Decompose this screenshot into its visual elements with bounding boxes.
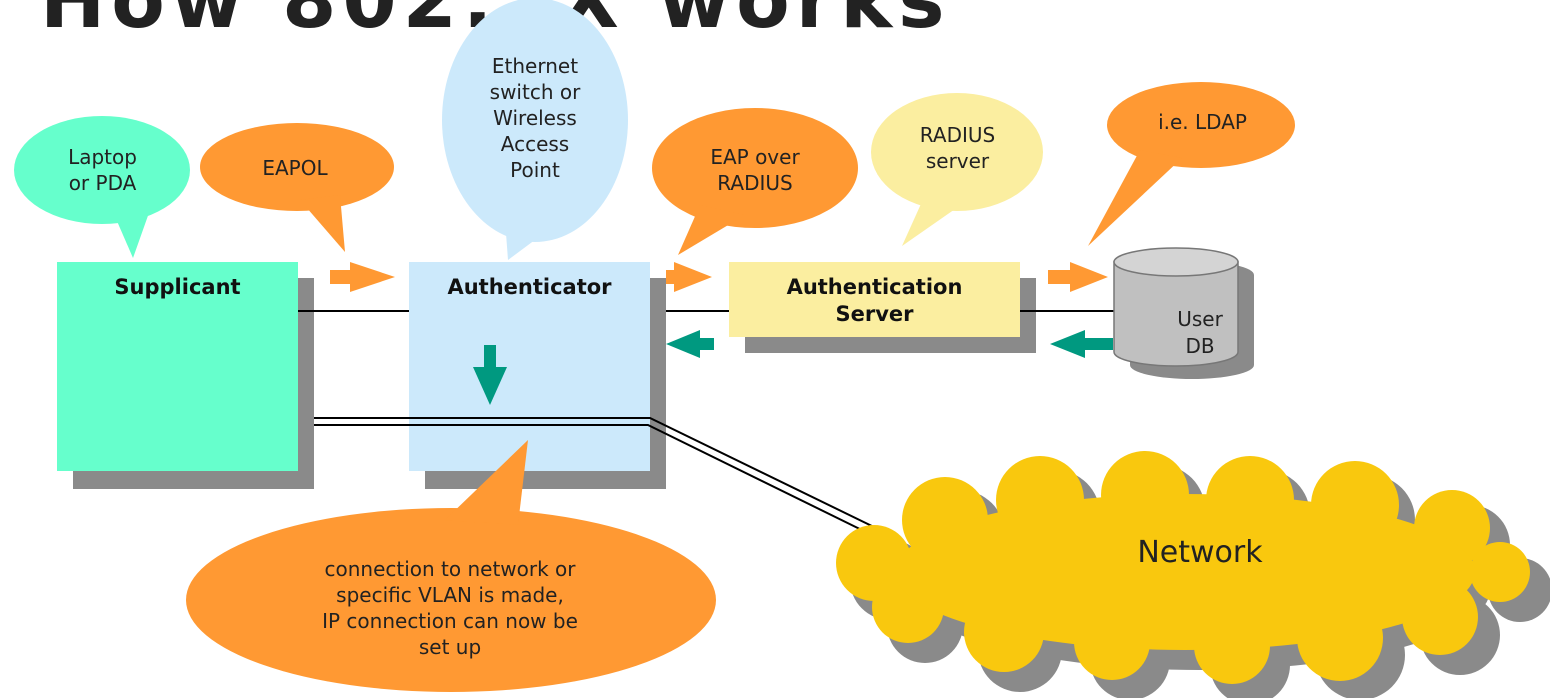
user-db-cylinder: [1113, 247, 1254, 379]
supplicant-label: Supplicant: [114, 275, 241, 299]
server-box: [729, 262, 1020, 337]
supplicant-box: [57, 262, 298, 471]
authenticator-label: Authenticator: [447, 275, 612, 299]
switch-callout: [442, 0, 628, 260]
eapol-callout-text: EAPOL: [262, 156, 328, 180]
connection-callout-text: connection to network or specific VLAN i…: [322, 557, 578, 659]
eap-radius-callout: [652, 108, 858, 255]
authentication-server-label: Authentication Server: [786, 275, 963, 326]
radius-server-callout: [871, 93, 1043, 246]
eapol-callout: [200, 123, 394, 252]
teal-arrow-1: [666, 330, 714, 358]
network-label: Network: [1137, 535, 1263, 570]
ldap-callout: [1088, 82, 1295, 246]
authenticator-box: [409, 262, 650, 471]
teal-arrow-2: [1050, 330, 1113, 358]
network-double-line: [314, 417, 877, 536]
connection-callout: [186, 440, 716, 692]
network-cloud: [836, 451, 1530, 684]
ldap-callout-text: i.e. LDAP: [1158, 110, 1247, 134]
orange-arrow-3: [1048, 262, 1108, 292]
orange-arrow-2: [666, 262, 712, 292]
user-db-label: User DB: [1177, 307, 1223, 358]
laptop-callout-text: Laptop or PDA: [68, 145, 137, 195]
teal-arrow-down: [473, 345, 507, 405]
orange-arrow-1: [330, 262, 395, 292]
eap-radius-callout-text: EAP over RADIUS: [710, 145, 800, 195]
radius-server-callout-text: RADIUS server: [919, 123, 996, 173]
laptop-callout: [14, 116, 190, 258]
switch-callout-text: Ethernet switch or Wireless Access Point: [489, 53, 581, 182]
